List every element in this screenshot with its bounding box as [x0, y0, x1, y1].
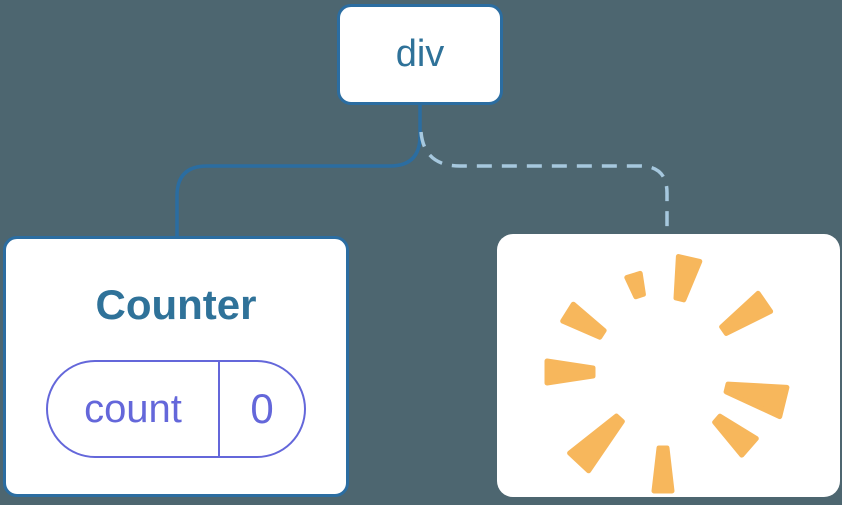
poof-ray — [719, 290, 774, 336]
poof-ray — [651, 445, 675, 494]
poof-ray — [723, 381, 790, 420]
poof-ray — [712, 413, 759, 458]
counter-component-card: Counter count 0 — [3, 236, 349, 497]
state-value-label: 0 — [250, 385, 274, 432]
root-node-div: div — [337, 4, 503, 105]
poof-icon — [497, 234, 840, 497]
poof-ray — [560, 301, 607, 340]
counter-title: Counter — [95, 281, 257, 328]
poof-ray — [567, 413, 625, 474]
dashed-connector-line — [419, 131, 669, 234]
state-pill: count 0 — [46, 360, 306, 458]
state-key-label: count — [48, 362, 220, 456]
poof-ray — [673, 254, 703, 303]
solid-connector-line — [175, 105, 422, 236]
poof-ray — [544, 358, 596, 386]
root-node-label: div — [395, 33, 445, 75]
poof-ray — [624, 270, 646, 300]
removed-component-card — [497, 234, 840, 497]
